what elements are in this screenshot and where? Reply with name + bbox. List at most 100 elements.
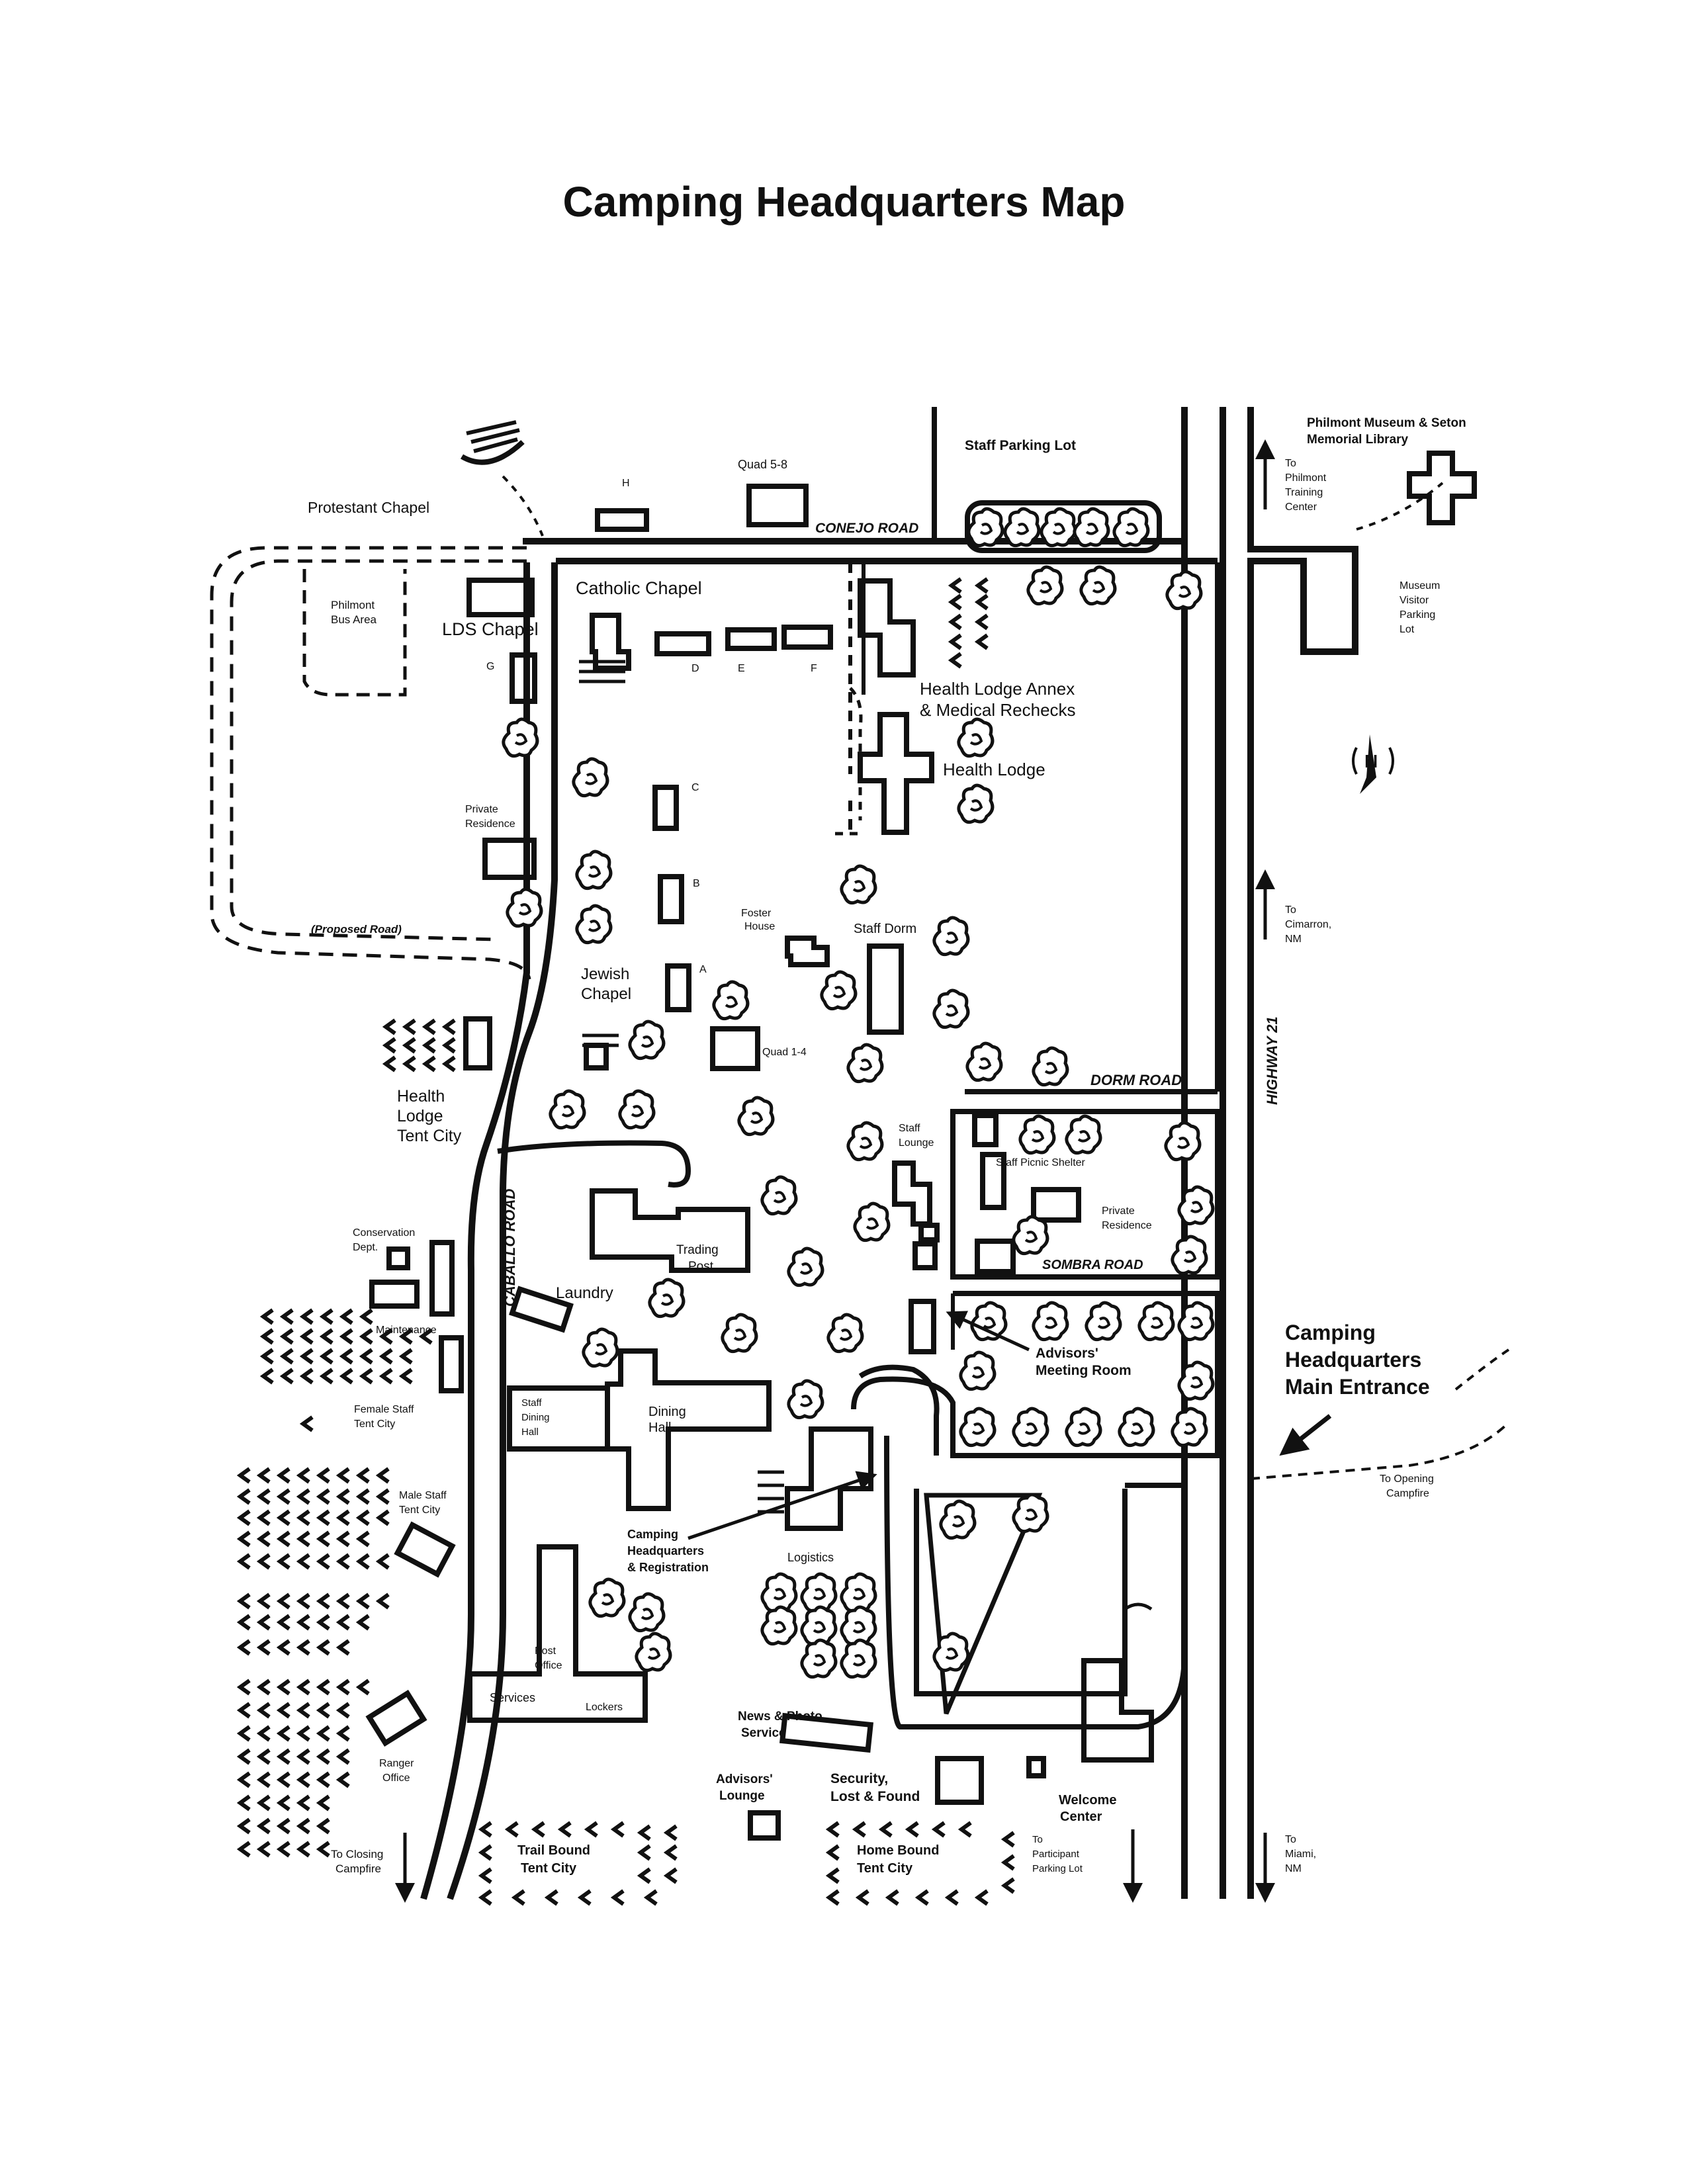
label-trading-2: Post <box>688 1260 714 1274</box>
label-security-1: Security, <box>830 1771 888 1786</box>
map-title: Camping Headquarters Map <box>562 178 1126 226</box>
label-female-staff-2: Tent City <box>354 1419 395 1430</box>
label-lds-chapel: LDS Chapel <box>442 619 539 639</box>
label-cimarron-3: NM <box>1285 934 1302 945</box>
label-bus-2: Bus Area <box>331 613 377 626</box>
label-closing-2: Campfire <box>335 1862 381 1875</box>
label-quad-58: Quad 5-8 <box>738 458 787 471</box>
label-museum-lot-2: Visitor <box>1399 595 1429 606</box>
label-staff-dining-3: Hall <box>521 1426 539 1438</box>
label-female-staff-1: Female Staff <box>354 1404 414 1415</box>
label-dining-1: Dining <box>648 1405 686 1419</box>
label-trail-bound-1: Trail Bound <box>517 1843 590 1858</box>
label-staff-dining-2: Dining <box>521 1412 550 1423</box>
label-private-res-1b: Residence <box>465 818 515 830</box>
label-news-1: News & Photo <box>738 1710 822 1724</box>
label-miami-2: Miami, <box>1285 1849 1316 1860</box>
label-dining-2: Hall <box>648 1420 671 1435</box>
road-conejo: CONEJO ROAD <box>815 521 918 536</box>
label-jewish-1: Jewish <box>581 965 629 983</box>
label-opening-1: To Opening <box>1380 1473 1434 1485</box>
label-trail-bound-2: Tent City <box>521 1861 577 1876</box>
label-protestant-chapel: Protestant Chapel <box>308 499 429 516</box>
label-training-4: Center <box>1285 502 1317 513</box>
label-catholic-chapel: Catholic Chapel <box>576 578 702 598</box>
label-male-staff-1: Male Staff <box>399 1490 447 1501</box>
label-maintenance: Maintenance <box>376 1325 437 1336</box>
label-advisors-lounge-2: Lounge <box>719 1789 765 1803</box>
label-staff-picnic: Staff Picnic Shelter <box>996 1157 1086 1168</box>
label-entrance-3: Main Entrance <box>1285 1375 1430 1399</box>
label-entrance-1: Camping <box>1285 1321 1376 1344</box>
label-foster-2: House <box>744 921 775 932</box>
label-security-2: Lost & Found <box>830 1789 920 1804</box>
label-f: F <box>811 663 817 674</box>
label-g: G <box>486 661 494 672</box>
label-welcome-1: Welcome <box>1059 1793 1116 1808</box>
label-chq-2: Headquarters <box>627 1544 704 1557</box>
label-laundry: Laundry <box>556 1284 613 1302</box>
label-chq-3: & Registration <box>627 1561 709 1574</box>
north-label: N <box>1364 751 1378 771</box>
road-dorm: DORM ROAD <box>1090 1072 1182 1088</box>
label-training-2: Philmont <box>1285 472 1327 484</box>
label-museum-2: Memorial Library <box>1307 433 1409 447</box>
road-proposed: (Proposed Road) <box>311 923 402 936</box>
north-arrow-icon: N <box>1352 734 1394 794</box>
label-male-staff-2: Tent City <box>399 1505 440 1516</box>
label-participant-2: Participant <box>1032 1849 1080 1860</box>
label-e: E <box>738 663 745 674</box>
label-chq-1: Camping <box>627 1528 678 1541</box>
label-museum-lot-3: Parking <box>1399 609 1435 621</box>
label-advisors-meeting-1: Advisors' <box>1036 1346 1098 1361</box>
label-bus-1: Philmont <box>331 599 375 611</box>
label-staff-dining-1: Staff <box>521 1397 542 1409</box>
label-services: Services <box>490 1691 535 1704</box>
label-staff-lounge-1: Staff <box>899 1123 920 1134</box>
label-advisors-lounge-1: Advisors' <box>716 1772 773 1786</box>
label-private-res-2b: Residence <box>1102 1220 1152 1231</box>
label-training-1: To <box>1285 458 1296 469</box>
label-private-res-2a: Private <box>1102 1205 1135 1217</box>
label-training-3: Training <box>1285 487 1323 498</box>
label-conservation-1: Conservation <box>353 1227 415 1239</box>
label-private-res-1a: Private <box>465 804 498 815</box>
label-post-1: Post <box>535 1645 556 1657</box>
label-a: A <box>699 964 707 975</box>
label-b: B <box>693 878 700 889</box>
label-hl-tent-2: Lodge <box>397 1107 443 1125</box>
label-miami-3: NM <box>1285 1863 1302 1874</box>
label-ranger-2: Office <box>382 1772 410 1784</box>
road-sombra: SOMBRA ROAD <box>1042 1258 1143 1272</box>
direction-arrow-icon <box>395 439 1332 1903</box>
label-news-2: Service <box>741 1726 786 1740</box>
label-museum-lot-1: Museum <box>1399 580 1440 591</box>
label-logistics: Logistics <box>787 1551 834 1564</box>
label-welcome-2: Center <box>1060 1810 1102 1824</box>
label-staff-dorm: Staff Dorm <box>854 922 916 936</box>
label-opening-2: Campfire <box>1386 1488 1429 1499</box>
label-foster-1: Foster <box>741 908 772 919</box>
label-cimarron-1: To <box>1285 904 1296 916</box>
label-ranger-1: Ranger <box>379 1758 414 1769</box>
label-d: D <box>691 663 699 674</box>
label-h: H <box>622 478 630 489</box>
label-hl-tent-3: Tent City <box>397 1127 462 1145</box>
label-annex-2: & Medical Rechecks <box>920 700 1076 720</box>
label-quad-14: Quad 1-4 <box>762 1047 807 1058</box>
label-staff-lounge-2: Lounge <box>899 1137 934 1149</box>
label-museum-lot-4: Lot <box>1399 624 1415 635</box>
label-home-bound-2: Tent City <box>857 1861 913 1876</box>
label-participant-1: To <box>1032 1834 1043 1845</box>
label-closing-1: To Closing <box>331 1848 383 1860</box>
label-cimarron-2: Cimarron, <box>1285 919 1331 930</box>
label-miami-1: To <box>1285 1834 1296 1845</box>
label-hl-tent-1: Health <box>397 1087 445 1106</box>
label-annex-1: Health Lodge Annex <box>920 679 1075 699</box>
road-caballo: CABALLO ROAD <box>502 1188 518 1307</box>
label-staff-parking: Staff Parking Lot <box>965 438 1076 453</box>
label-c: C <box>691 782 699 793</box>
label-entrance-2: Headquarters <box>1285 1348 1421 1372</box>
label-lockers: Lockers <box>586 1702 623 1713</box>
